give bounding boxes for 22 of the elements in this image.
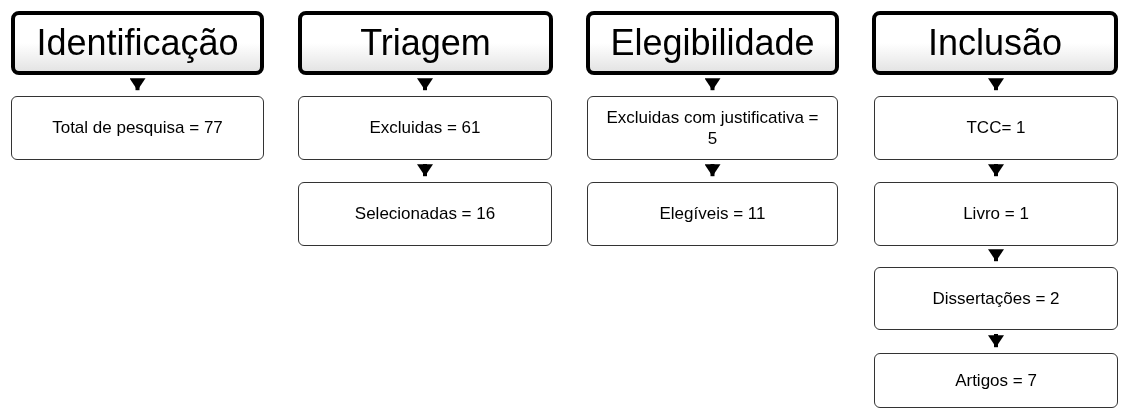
process-box: TCC= 1 — [874, 96, 1118, 160]
arrow — [417, 164, 433, 177]
arrow — [988, 164, 1004, 177]
process-box: Total de pesquisa = 77 — [11, 96, 264, 160]
process-box: Selecionadas = 16 — [298, 182, 552, 246]
stage-header: Elegibilidade — [586, 11, 839, 75]
stage-header: Identificação — [11, 11, 264, 75]
arrow — [704, 78, 721, 91]
process-box: Excluidas = 61 — [298, 96, 552, 160]
process-box: Excluidas com justificativa = 5 — [587, 96, 838, 160]
arrow — [417, 78, 433, 91]
process-box: Elegíveis = 11 — [587, 182, 838, 246]
stage-header: Inclusão — [872, 11, 1118, 75]
arrow — [704, 164, 721, 177]
process-box: Artigos = 7 — [874, 353, 1118, 408]
process-box: Dissertações = 2 — [874, 267, 1118, 330]
arrow — [988, 78, 1004, 91]
arrow — [988, 249, 1004, 262]
process-box: Livro = 1 — [874, 182, 1118, 246]
arrow — [129, 78, 146, 91]
arrow — [988, 334, 1004, 348]
stage-header: Triagem — [298, 11, 553, 75]
